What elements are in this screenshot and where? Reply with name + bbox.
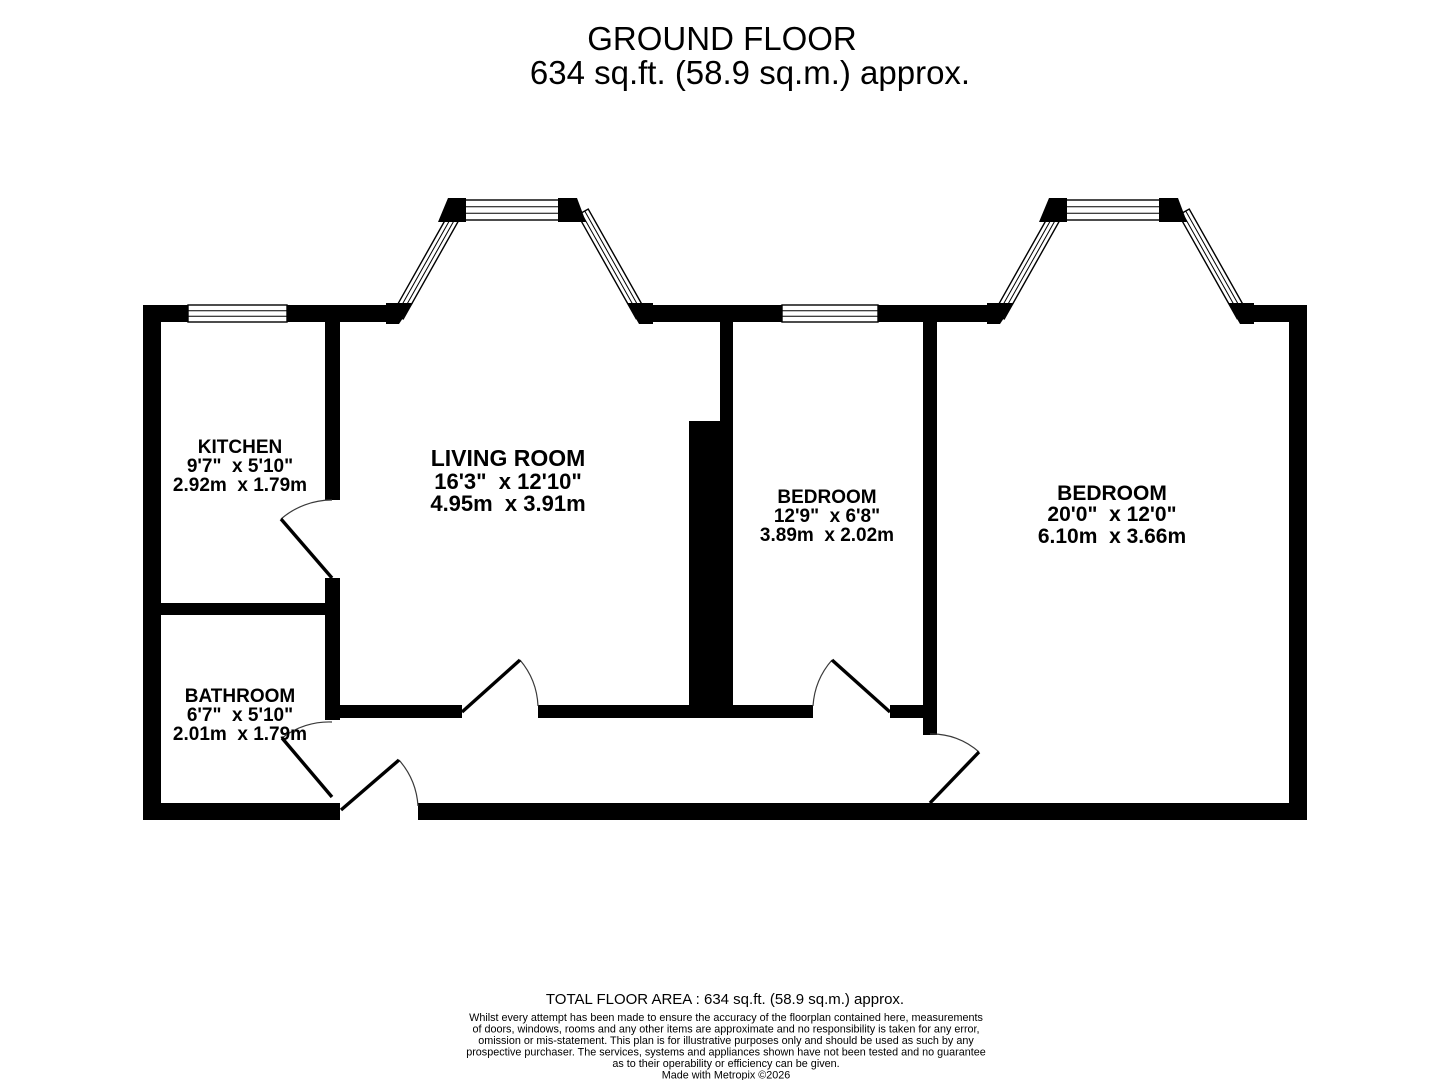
- page-subtitle: 634 sq.ft. (58.9 sq.m.) approx.: [530, 54, 970, 91]
- wall-top-segment: [646, 305, 782, 322]
- wall-left: [143, 305, 161, 820]
- wall-bedroom2-left: [923, 322, 937, 735]
- wall-top-segment: [1248, 305, 1307, 322]
- livingroom-door: [460, 658, 539, 714]
- chimney-breast: [689, 421, 722, 718]
- bay1-corner: [558, 198, 586, 222]
- wall-top-segment: [143, 305, 188, 322]
- bathroom-door: [280, 721, 334, 799]
- wall-right: [1289, 305, 1307, 820]
- livingroom-dim-metric: 4.95m x 3.91m: [430, 491, 585, 516]
- wall-top-segment: [878, 305, 990, 322]
- title: GROUND FLOOR 634 sq.ft. (58.9 sq.m.) app…: [530, 20, 970, 91]
- room-label-livingroom: LIVING ROOM 16'3" x 12'10" 4.95m x 3.91m: [430, 445, 585, 516]
- bay2-corner: [1039, 198, 1067, 222]
- disclaimer-line: of doors, windows, rooms and any other i…: [472, 1024, 979, 1036]
- bedroom1-name: BEDROOM: [777, 487, 876, 508]
- disclaimer-line: as to their operability or efficiency ca…: [612, 1058, 839, 1070]
- bay2-corner: [1159, 198, 1187, 222]
- bedroom2-door: [928, 733, 981, 805]
- wall-kitchen-bathroom-divider: [143, 603, 338, 615]
- livingroom-name: LIVING ROOM: [431, 445, 586, 471]
- bathroom-dim-imperial: 6'7" x 5'10": [187, 705, 293, 726]
- room-label-bathroom: BATHROOM 6'7" x 5'10" 2.01m x 1.79m: [173, 686, 307, 745]
- walls: [143, 305, 1307, 820]
- wall-hall-top-mid: [538, 705, 691, 718]
- bay2-left-window: [992, 208, 1064, 320]
- bedroom2-dim-imperial: 20'0" x 12'0": [1047, 503, 1176, 526]
- wall-hall-top-west: [338, 705, 462, 718]
- wall-livingroom-bedroom1: [720, 322, 733, 718]
- wall-bottom-segment: [143, 803, 340, 820]
- livingroom-dim-imperial: 16'3" x 12'10": [434, 469, 582, 494]
- bay1-corner: [386, 303, 413, 324]
- kitchen-door: [279, 499, 334, 580]
- wall-bathroom-right: [325, 615, 340, 720]
- bathroom-dim-metric: 2.01m x 1.79m: [173, 724, 307, 745]
- wall-bedroom1-bottom-west: [722, 705, 813, 718]
- bay1-corner: [627, 303, 653, 324]
- bay2-corner: [1228, 303, 1254, 324]
- bay1-right-window: [576, 208, 648, 320]
- bathroom-name: BATHROOM: [185, 686, 295, 707]
- kitchen-name: KITCHEN: [198, 437, 282, 458]
- footer: TOTAL FLOOR AREA : 634 sq.ft. (58.9 sq.m…: [466, 991, 986, 1080]
- bedroom1-dim-metric: 3.89m x 2.02m: [760, 525, 894, 546]
- disclaimer-line: prospective purchaser. The services, sys…: [466, 1047, 986, 1059]
- page-title: GROUND FLOOR: [587, 20, 857, 57]
- bay1-top-window: [459, 199, 565, 221]
- bedroom2-dim-metric: 6.10m x 3.66m: [1038, 525, 1186, 548]
- total-floor-area: TOTAL FLOOR AREA : 634 sq.ft. (58.9 sq.m…: [546, 991, 904, 1008]
- wall-kitchen-right-upper: [325, 322, 340, 500]
- bedroom2-name: BEDROOM: [1057, 482, 1167, 505]
- bay-window-livingroom: [386, 198, 653, 324]
- bedroom1-dim-imperial: 12'9" x 6'8": [774, 506, 880, 527]
- kitchen-dim-metric: 2.92m x 1.79m: [173, 475, 307, 496]
- bay1-corner: [438, 198, 466, 222]
- bay2-top-window: [1060, 199, 1166, 221]
- room-label-kitchen: KITCHEN 9'7" x 5'10" 2.92m x 1.79m: [173, 437, 307, 496]
- windows: [187, 304, 879, 323]
- wall-bottom-segment: [418, 803, 1307, 820]
- front-door: [339, 758, 419, 812]
- room-label-bedroom1: BEDROOM 12'9" x 6'8" 3.89m x 2.02m: [760, 487, 894, 546]
- room-label-bedroom2: BEDROOM 20'0" x 12'0" 6.10m x 3.66m: [1038, 482, 1186, 548]
- bay1-left-window: [391, 208, 463, 320]
- bay2-right-window: [1177, 208, 1249, 320]
- kitchen-window: [187, 304, 288, 323]
- bay-window-bedroom: [987, 198, 1254, 324]
- wall-top-segment: [287, 305, 390, 322]
- credit-line: Made with Metropix ©2026: [662, 1070, 791, 1080]
- disclaimer-line: omission or mis-statement. This plan is …: [478, 1035, 974, 1047]
- kitchen-dim-imperial: 9'7" x 5'10": [187, 456, 293, 477]
- room-labels: KITCHEN 9'7" x 5'10" 2.92m x 1.79m LIVIN…: [173, 437, 1186, 745]
- bedroom1-window: [781, 304, 879, 323]
- doors: [279, 499, 981, 812]
- bedroom1-door: [812, 658, 892, 714]
- bay2-corner: [987, 303, 1014, 324]
- disclaimer-line: Whilst every attempt has been made to en…: [469, 1012, 983, 1024]
